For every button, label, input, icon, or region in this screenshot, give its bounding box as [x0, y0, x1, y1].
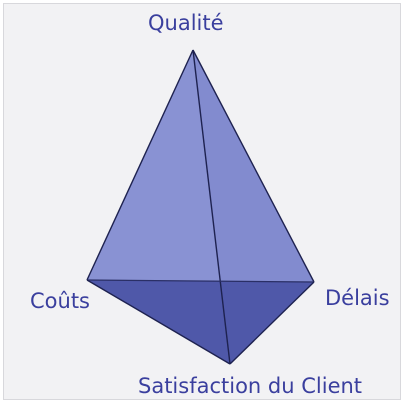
pyramid-edge-right-bottom [229, 281, 315, 365]
pyramid-base [87, 280, 314, 364]
pyramid-edge-top-left [86, 49, 194, 281]
pyramid-edge-left-right [86, 279, 315, 283]
pyramid-edge-top-right [192, 49, 315, 283]
pyramid-edge-top-bottom [192, 49, 231, 365]
label-quality: Qualité [148, 11, 224, 35]
label-delays: Délais [325, 286, 390, 310]
label-costs: Coûts [30, 289, 90, 313]
label-customer-satisfaction: Satisfaction du Client [138, 374, 363, 398]
pyramid-back-face [87, 50, 314, 282]
pyramid-edge-left-bottom [86, 279, 231, 365]
